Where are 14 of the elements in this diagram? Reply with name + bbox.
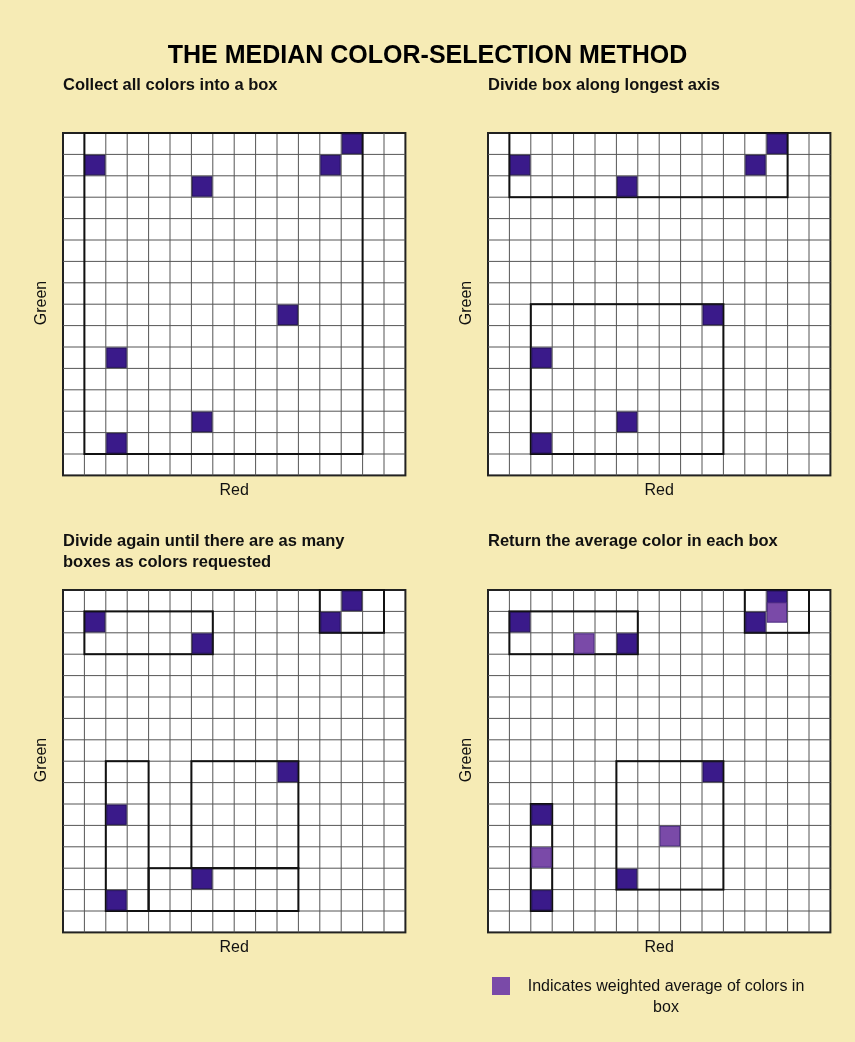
legend-text: Indicates weighted average of colors in box (526, 976, 806, 1017)
panel-heading: Collect all colors into a box (63, 74, 279, 95)
axis-label: Red (643, 938, 675, 957)
diagram-title: THE MEDIAN COLOR-SELECTION METHOD (166, 40, 689, 69)
panel-heading: Divide again until there are as many boxes as colors requested (63, 530, 346, 572)
axis-label: Red (218, 938, 250, 957)
axis-label: Green (32, 279, 50, 328)
axis-label: Green (457, 279, 475, 328)
axis-label: Red (643, 481, 675, 500)
axis-label: Red (218, 481, 250, 500)
axis-label: Green (457, 736, 475, 785)
panel-heading: Return the average color in each box (488, 530, 779, 551)
axis-label: Green (32, 736, 50, 785)
panel-heading: Divide box along longest axis (488, 74, 721, 95)
